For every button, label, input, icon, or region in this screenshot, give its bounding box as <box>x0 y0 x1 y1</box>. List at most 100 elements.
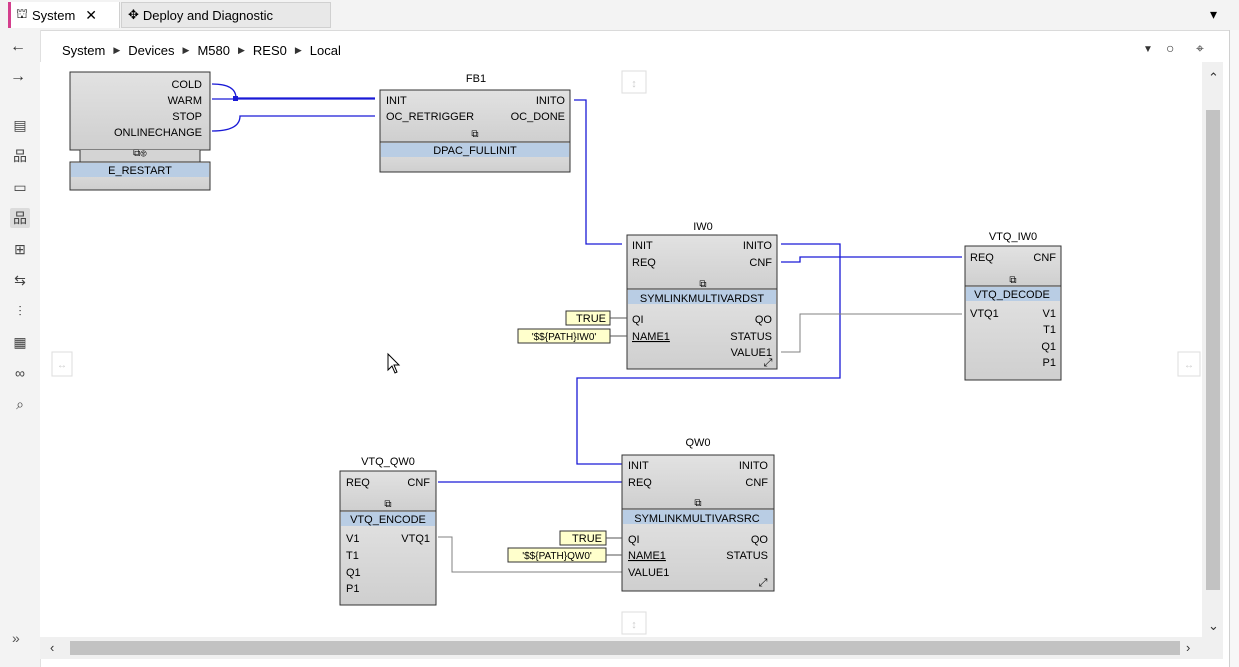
tuning-icon[interactable]: ⫶ <box>18 302 22 319</box>
vertical-scrollbar[interactable]: ⌃ ⌄ <box>1202 62 1223 637</box>
port-init: INIT <box>628 460 649 472</box>
port-name1: NAME1 <box>628 550 666 562</box>
block-type-label: SYMLINKMULTIVARDST <box>640 293 765 305</box>
link-icon[interactable]: ∞ <box>15 365 25 381</box>
block-type-label: VTQ_ENCODE <box>350 514 426 526</box>
port-t1: T1 <box>1043 324 1056 336</box>
breadcrumb-item-m580[interactable]: M580 <box>197 42 230 58</box>
editor-tab-bar: ⛫ System ✕ ✥ Deploy and Diagnostic ▾ <box>0 0 1239 31</box>
view-menu-icon[interactable]: ▾ <box>1209 6 1217 22</box>
port-vtq1: VTQ1 <box>970 308 999 320</box>
forward-button[interactable]: → <box>10 68 26 85</box>
side-panel-edge <box>1229 30 1239 667</box>
port-oc-done: OC_DONE <box>511 111 565 123</box>
hierarchy-icon[interactable]: 品 <box>13 148 27 164</box>
connection-vtq-vtq1-qw0-value <box>438 536 622 573</box>
svg-text:↔: ↔ <box>57 360 67 371</box>
svg-text:↕: ↕ <box>631 78 637 90</box>
horizontal-scroll-thumb[interactable] <box>70 641 1180 655</box>
device-icon[interactable]: ▭ <box>13 178 27 195</box>
block-instance-name: FB1 <box>466 73 486 85</box>
application-icon[interactable]: ▤ <box>13 116 27 133</box>
function-block-iw0[interactable]: IW0 ⧉ INIT REQ QI NAME1 INITO CNF QO STA… <box>626 221 778 370</box>
function-block-vtq-qw0[interactable]: VTQ_QW0 ⧉ REQ V1 T1 Q1 P1 CNF VTQ1 VTQ_E… <box>339 456 437 606</box>
mapping-icon[interactable]: ⇆ <box>14 271 26 288</box>
port-value1: VALUE1 <box>731 347 772 359</box>
expand-right-handle[interactable]: ↔ <box>1177 351 1201 377</box>
port-p1: P1 <box>1043 357 1056 369</box>
breadcrumb-item-local[interactable]: Local <box>309 42 341 58</box>
horizontal-scrollbar[interactable]: ‹ › <box>40 637 1223 659</box>
tab-system[interactable]: ⛫ System ✕ <box>8 2 120 28</box>
port-inito: INITO <box>743 240 773 252</box>
breadcrumb-item-devices[interactable]: Devices <box>128 42 175 58</box>
close-icon[interactable]: ✕ <box>85 6 98 23</box>
port-init: INIT <box>632 240 653 252</box>
expand-icon[interactable]: ⤢ <box>759 577 768 589</box>
port-req: REQ <box>632 257 656 269</box>
expand-bottom-handle[interactable]: ↕ <box>621 611 647 635</box>
port-qo: QO <box>751 534 769 546</box>
junction-dot <box>233 96 238 101</box>
port-value1: VALUE1 <box>628 567 669 579</box>
connection-fb1-inito-iw0-init <box>574 99 622 245</box>
more-chevron-icon[interactable]: » <box>12 630 20 646</box>
scroll-left-icon[interactable]: ‹ <box>50 640 55 655</box>
ua-icon[interactable]: ▦ <box>13 333 27 350</box>
block-icon: ⧉⊛ <box>133 148 147 159</box>
block-instance-name: VTQ_QW0 <box>361 456 415 468</box>
port-stop: STOP <box>172 111 202 123</box>
port-onlinechange: ONLINECHANGE <box>114 127 202 139</box>
vertical-scroll-thumb[interactable] <box>1206 110 1220 590</box>
breadcrumb-item-res0[interactable]: RES0 <box>252 42 287 58</box>
block-type-label: DPAC_FULLINIT <box>433 145 517 157</box>
diagram-canvas[interactable]: ↕ ↔ ↔ ↕ ⧉⊛ COLD WARM STOP ONLINECHANGE E… <box>40 62 1202 637</box>
system-network-icon[interactable]: 品 <box>10 208 30 228</box>
expand-left-handle[interactable]: ↔ <box>51 351 73 377</box>
chip-icon[interactable]: ⊞ <box>14 240 26 257</box>
port-inito: INITO <box>739 460 769 472</box>
function-block-fb1[interactable]: FB1 ⧉ INIT OC_RETRIGGER INITO OC_DONE DP… <box>379 73 571 173</box>
constant-qw0-name[interactable]: '$${PATH}QW0' <box>507 547 622 563</box>
function-block-e-restart[interactable]: ⧉⊛ COLD WARM STOP ONLINECHANGE E_RESTART <box>69 71 211 191</box>
breadcrumb-item-system[interactable]: System <box>62 42 106 58</box>
scroll-up-icon[interactable]: ⌃ <box>1208 70 1219 85</box>
constant-qw0-qi[interactable]: TRUE <box>559 530 622 546</box>
breadcrumb-dropdown-icon[interactable]: ▼ <box>1143 44 1153 55</box>
tab-deploy-diagnostic[interactable]: ✥ Deploy and Diagnostic <box>121 2 331 28</box>
function-block-network: ↕ ↔ ↔ ↕ ⧉⊛ COLD WARM STOP ONLINECHANGE E… <box>51 70 1201 635</box>
data-connections <box>438 313 962 573</box>
function-block-qw0[interactable]: QW0 ⧉ INIT REQ QI NAME1 VALUE1 INITO CNF… <box>621 437 775 592</box>
scroll-right-icon[interactable]: › <box>1186 640 1191 655</box>
scroll-down-icon[interactable]: ⌄ <box>1208 618 1219 633</box>
port-status: STATUS <box>730 331 772 343</box>
function-block-vtq-iw0[interactable]: VTQ_IW0 ⧉ REQ VTQ1 CNF V1 T1 Q1 P1 VTQ_D… <box>964 231 1062 381</box>
expand-icon[interactable]: ⤢ <box>764 357 773 369</box>
breadcrumb-separator-icon: ▶ <box>237 44 245 55</box>
block-type-label: SYMLINKMULTIVARSRC <box>634 513 760 525</box>
constant-iw0-qi[interactable]: TRUE <box>565 310 627 326</box>
port-v1: V1 <box>346 533 359 545</box>
expand-top-handle[interactable]: ↕ <box>621 70 647 94</box>
inspect-icon[interactable]: ⌕ <box>16 395 24 412</box>
back-button[interactable]: ← <box>10 38 26 55</box>
connection-onlinechange-retrigger <box>211 115 375 132</box>
port-t1: T1 <box>346 550 359 562</box>
left-toolbar: ← → ▤ 品 ▭ 品 ⊞ ⇆ ⫶ ▦ ∞ ⌕ » <box>0 30 41 667</box>
port-q1: Q1 <box>346 567 361 579</box>
block-icon: ⧉ <box>1009 275 1016 286</box>
port-q1: Q1 <box>1041 341 1056 353</box>
event-connections <box>211 83 962 483</box>
search-icon[interactable]: ○ <box>1166 40 1175 56</box>
port-cnf: CNF <box>749 257 772 269</box>
svg-text:'$${PATH}IW0': '$${PATH}IW0' <box>532 332 597 343</box>
port-oc-retrigger: OC_RETRIGGER <box>386 111 474 123</box>
block-icon: ⧉ <box>384 499 391 510</box>
block-icon: ⧉ <box>471 129 478 140</box>
system-icon: ⛫ <box>16 6 28 21</box>
constant-iw0-name[interactable]: '$${PATH}IW0' <box>517 328 627 344</box>
port-name1: NAME1 <box>632 331 670 343</box>
locate-icon[interactable]: ⌖ <box>1196 40 1204 56</box>
deploy-icon: ✥ <box>128 7 139 22</box>
block-type-label: E_RESTART <box>108 165 172 177</box>
